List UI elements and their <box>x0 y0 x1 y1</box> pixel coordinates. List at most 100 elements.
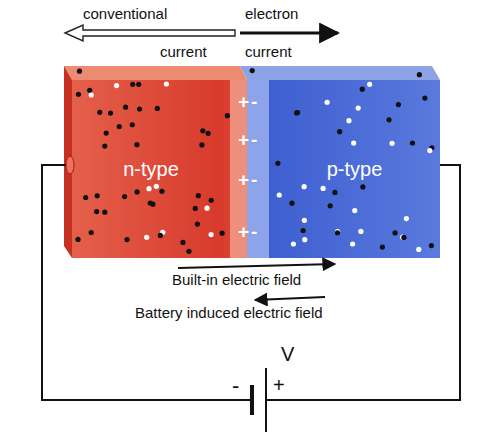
carrier-dot <box>209 232 214 237</box>
carrier-dot <box>275 161 280 166</box>
carrier-dot <box>130 82 135 87</box>
battery-terminal-sign: - <box>232 374 239 398</box>
carrier-dot <box>220 231 225 236</box>
voltage-label: V <box>281 343 294 365</box>
carrier-dot <box>75 237 80 242</box>
carrier-dot <box>195 221 200 226</box>
carrier-dot <box>155 106 160 111</box>
carrier-dot <box>410 140 415 145</box>
current-label: current <box>160 44 207 61</box>
carrier-dot <box>356 106 361 111</box>
battery-short-plate <box>250 385 254 415</box>
carrier-dot <box>199 142 204 147</box>
carrier-dot <box>102 210 107 215</box>
carrier-dot <box>136 82 141 87</box>
carrier-dot <box>159 189 164 194</box>
carrier-dot <box>122 194 127 199</box>
carrier-dot <box>108 111 113 116</box>
carrier-dot <box>302 237 307 242</box>
carrier-dot <box>137 106 142 111</box>
electron-current-arrow <box>240 32 338 35</box>
carrier-dot <box>277 192 282 197</box>
carrier-dot <box>186 249 191 254</box>
carrier-dot <box>427 148 432 153</box>
carrier-dot <box>367 82 372 87</box>
carrier-dot <box>77 69 82 74</box>
semiconductor-region: n-type <box>72 80 230 258</box>
carrier-dot <box>346 118 351 123</box>
carrier-dot <box>335 230 340 235</box>
carrier-dot <box>358 229 363 234</box>
carrier-dots <box>75 68 434 254</box>
battery-field-arrow <box>255 297 325 300</box>
carrier-dot <box>94 209 99 214</box>
carrier-dot <box>396 102 401 107</box>
carrier-dot <box>302 184 307 189</box>
block-top-face-p <box>240 66 440 80</box>
carrier-dot <box>123 105 128 110</box>
carrier-dot <box>380 244 385 249</box>
carrier-dot <box>200 128 205 133</box>
carrier-dot <box>352 208 357 213</box>
battery-long-plate <box>265 368 267 432</box>
battery-terminal-sign: + <box>273 374 285 396</box>
carrier-dot <box>294 110 299 115</box>
carrier-dot <box>196 193 201 198</box>
carrier-dot <box>97 110 102 115</box>
carrier-dot <box>193 206 198 211</box>
carrier-dot <box>360 87 365 92</box>
junction-charge: +- <box>238 170 259 191</box>
carrier-dot <box>89 230 94 235</box>
carrier-dot <box>209 198 214 203</box>
carrier-dot <box>225 113 230 118</box>
carrier-dot <box>158 233 163 238</box>
carrier-dot <box>154 184 159 189</box>
built-in-field-arrow <box>178 264 335 268</box>
carrier-dot <box>102 143 107 148</box>
carrier-dot <box>301 228 306 233</box>
carrier-dot <box>134 142 139 147</box>
carrier-dot <box>351 140 356 145</box>
junction-charge: +- <box>238 92 259 113</box>
n-terminal <box>66 156 74 174</box>
carrier-dot <box>302 218 307 223</box>
carrier-dot <box>144 235 149 240</box>
p-region <box>247 80 440 258</box>
block-top-face-n <box>64 66 247 80</box>
field-label: Built-in electric field <box>172 272 301 289</box>
carrier-dot <box>417 72 422 77</box>
region-label: p-type <box>327 158 383 181</box>
carrier-dot <box>291 241 296 246</box>
carrier-dot <box>180 240 185 245</box>
carrier-dot <box>87 88 92 93</box>
carrier-dot <box>114 83 119 88</box>
carrier-dot <box>325 100 330 105</box>
carrier-dot <box>429 243 434 248</box>
carrier-dot <box>401 235 406 240</box>
carrier-dot <box>89 92 94 97</box>
carrier-dot <box>422 95 427 100</box>
field-label: Battery induced electric field <box>135 305 323 322</box>
carrier-dot <box>289 201 294 206</box>
carrier-dot <box>392 230 397 235</box>
carrier-dot <box>337 129 342 134</box>
semiconductor-region: p-type <box>269 80 440 258</box>
carrier-dot <box>389 141 394 146</box>
carrier-dot <box>295 110 300 115</box>
conventional-current-arrow <box>65 25 235 41</box>
current-label: conventional <box>83 6 167 23</box>
carrier-dot <box>83 195 88 200</box>
carrier-dot <box>204 206 209 211</box>
carrier-dot <box>416 247 421 252</box>
carrier-dot <box>95 193 100 198</box>
carrier-dot <box>104 130 109 135</box>
carrier-dot <box>332 190 337 195</box>
carrier-dot <box>117 124 122 129</box>
carrier-dot <box>206 131 211 136</box>
carrier-dot <box>250 68 255 73</box>
current-label: electron <box>245 6 298 23</box>
carrier-dot <box>404 216 409 221</box>
carrier-dot <box>135 189 140 194</box>
